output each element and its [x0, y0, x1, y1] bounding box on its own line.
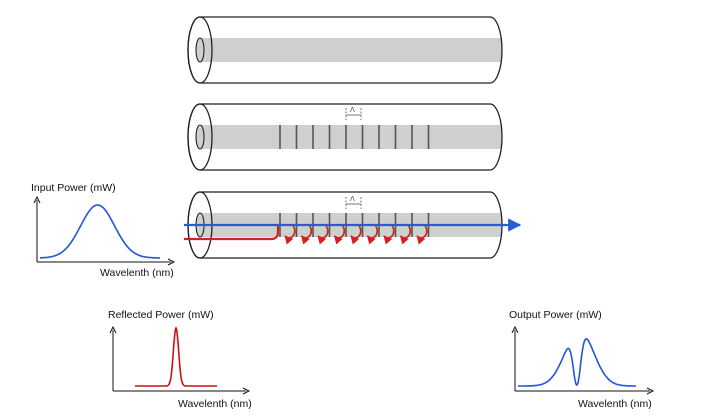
reflection-loop	[399, 225, 412, 245]
fiber-end-face	[187, 103, 213, 171]
fiber-core	[200, 125, 502, 149]
reflection-loop	[300, 225, 313, 245]
y-axis-arrowhead	[33, 195, 41, 204]
reflected-spectrum-curve	[135, 326, 217, 387]
reflection-loop	[317, 225, 329, 245]
grating-period-marker: Λ	[345, 195, 362, 209]
x-axis-arrowhead	[646, 387, 655, 395]
y-axis-arrowhead	[109, 325, 117, 334]
fiber-with-light: Λ	[184, 191, 522, 259]
input-power-ylabel: Input Power (mW)	[31, 182, 116, 194]
input-spectrum-curve	[40, 204, 160, 259]
reflected-power-xlabel: Wavelenth (nm)	[178, 398, 252, 410]
fiber-core	[200, 38, 502, 62]
reflected-light-arrow	[184, 224, 280, 241]
grating-period-symbol: Λ	[350, 106, 355, 114]
fiber-end-face	[187, 16, 213, 84]
x-axis-arrowhead	[242, 387, 251, 395]
reflection-loop	[383, 225, 395, 245]
reflection-loop	[366, 225, 379, 245]
reflection-loop	[350, 225, 362, 245]
input-power-xlabel: Wavelenth (nm)	[100, 267, 174, 279]
grating-period-symbol: Λ	[350, 195, 355, 203]
fiber-core-end	[195, 37, 205, 63]
bragg-grating	[279, 125, 430, 149]
output-power-ylabel: Output Power (mW)	[509, 309, 602, 321]
fiber-plain	[187, 16, 503, 84]
output-spectrum-curve	[518, 338, 636, 387]
reflection-loop	[284, 225, 296, 245]
fiber-core-end	[195, 124, 205, 150]
fiber-with-grating: Λ	[187, 103, 503, 171]
x-axis-arrowhead	[167, 258, 176, 266]
input-power-plot: Input Power (mW) Wavelenth (nm)	[31, 182, 176, 279]
reflected-power-plot: Reflected Power (mW) Wavelenth (nm)	[108, 309, 252, 410]
reflection-loop	[333, 225, 346, 245]
reflection-loops	[284, 225, 428, 245]
output-power-xlabel: Wavelenth (nm)	[578, 398, 652, 410]
y-axis-arrowhead	[511, 325, 519, 334]
grating-period-marker: Λ	[345, 106, 362, 120]
output-power-plot: Output Power (mW) Wavelenth (nm)	[509, 309, 655, 410]
reflected-power-ylabel: Reflected Power (mW)	[108, 309, 214, 321]
reflection-loop	[416, 225, 428, 245]
